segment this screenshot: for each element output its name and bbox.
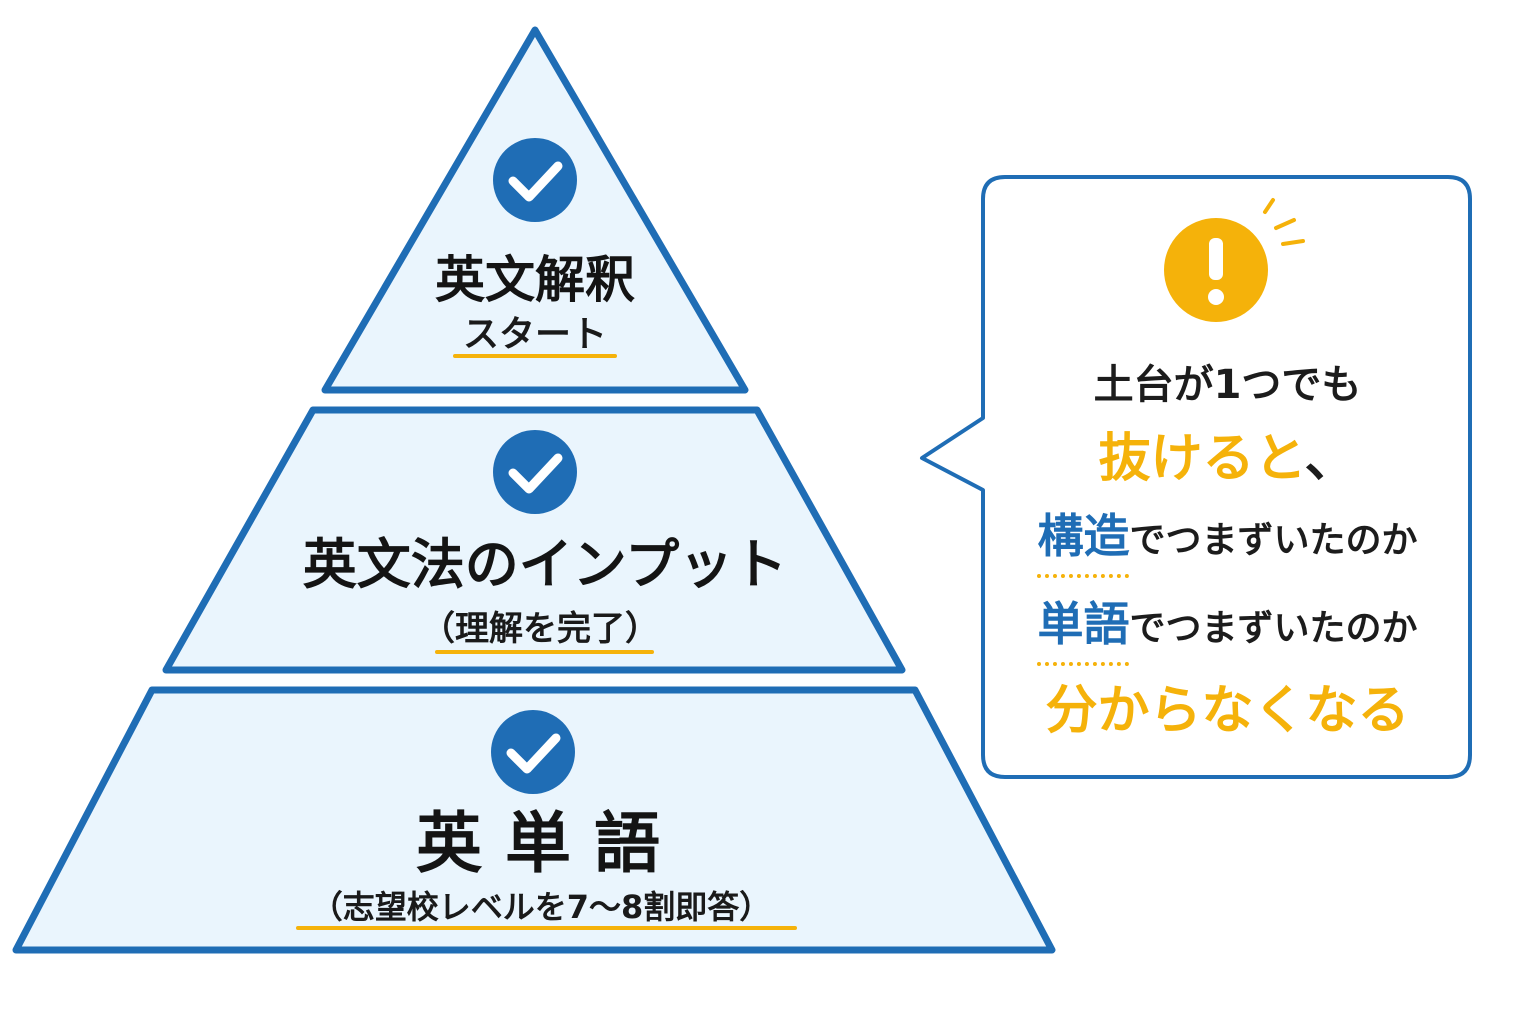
exclamation-icon (1164, 198, 1305, 322)
callout-keyword-structure: 構造 (1037, 500, 1130, 578)
tier-top: 英文解釈 スタート (321, 26, 749, 394)
callout-line-4-rest: でつまずいたのか (1129, 608, 1418, 649)
tier-top-subtitle: スタート (463, 314, 607, 355)
callout-line-2-rest: 、 (1304, 429, 1357, 489)
tier-bottom-title: 英 単 語 (416, 805, 660, 882)
callout-line-5: 分からなくなる (1045, 681, 1410, 741)
tier-bottom-shape (12, 686, 1056, 954)
tier-middle: 英文法のインプット （理解を完了） (162, 406, 906, 674)
check-circle-icon (493, 430, 577, 514)
callout-line-3-rest: でつまずいたのか (1129, 520, 1418, 561)
callout-border (920, 175, 1472, 779)
callout-keyword-vocabulary: 単語 (1037, 588, 1130, 666)
tier-middle-subtitle: （理解を完了） (421, 609, 659, 649)
tier-bottom-subtitle: （志望校レベルを7〜8割即答） (311, 888, 772, 926)
check-circle-icon (493, 138, 577, 222)
callout-line-3: 構造でつまずいたのか (990, 500, 1465, 578)
tier-bottom: 英 単 語 （志望校レベルを7〜8割即答） (12, 686, 1056, 954)
callout-line-2: 抜けると、 (990, 416, 1465, 491)
check-circle-icon (491, 710, 575, 794)
tier-top-title: 英文解釈 (435, 251, 635, 309)
callout-line-1: 土台が1つでも (1093, 362, 1362, 408)
callout-bubble (920, 175, 1472, 779)
tier-middle-shape (162, 406, 906, 674)
callout-highlight: 抜けると (1098, 429, 1305, 489)
tier-middle-title: 英文法のインプット (303, 533, 787, 596)
callout-line-4: 単語でつまずいたのか (990, 588, 1465, 666)
